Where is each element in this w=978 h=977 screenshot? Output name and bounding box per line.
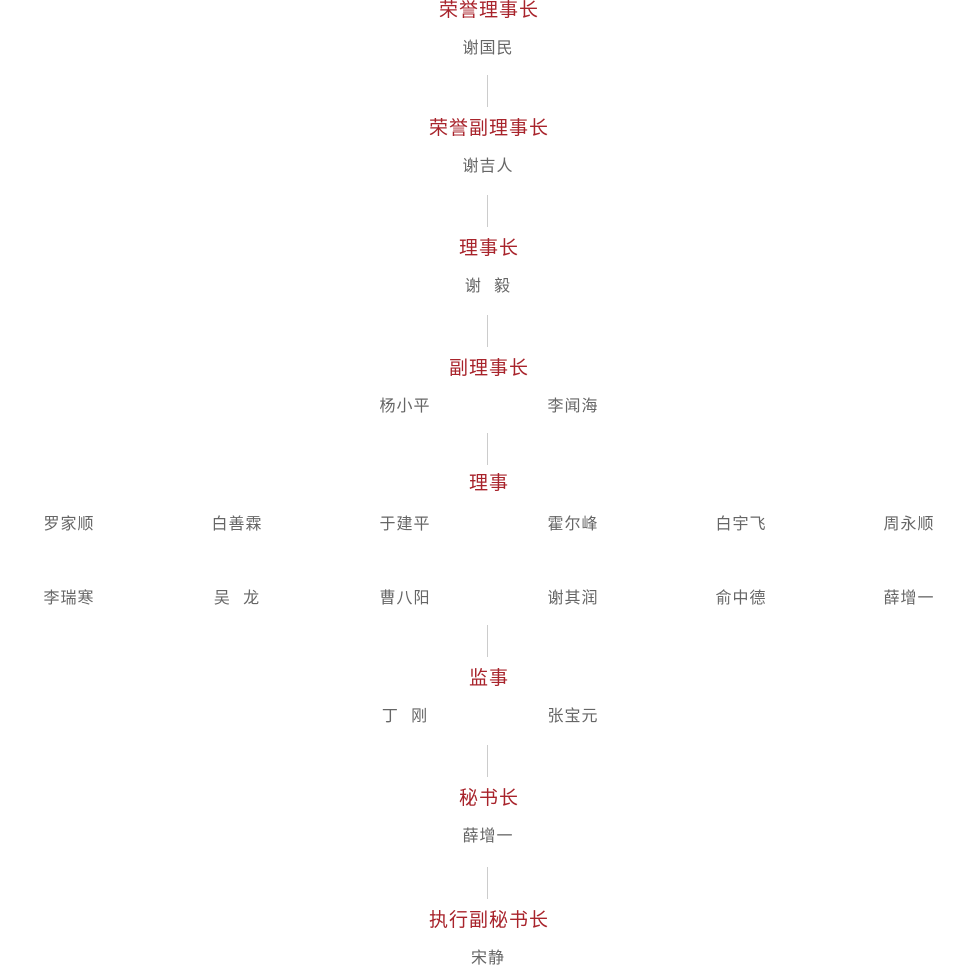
section-title-secretary-general: 秘书长 bbox=[458, 787, 519, 809]
section-title-honorary-chairman: 荣誉理事长 bbox=[438, 0, 539, 21]
connector-line bbox=[487, 315, 488, 347]
connector-line bbox=[487, 75, 488, 107]
section-title-vice-chairman: 副理事长 bbox=[448, 357, 529, 379]
member-name: 李闻海 bbox=[547, 396, 599, 415]
member-name: 谢其润 bbox=[547, 588, 599, 607]
section-title-supervisors: 监事 bbox=[468, 667, 509, 689]
member-name: 白宇飞 bbox=[715, 514, 767, 533]
member-name: 杨小平 bbox=[379, 396, 431, 415]
member-name: 丁 刚 bbox=[381, 706, 429, 725]
member-name: 薛增一 bbox=[883, 588, 935, 607]
member-name: 张宝元 bbox=[547, 706, 599, 725]
member-name: 谢 毅 bbox=[464, 276, 512, 295]
member-name: 白善霖 bbox=[211, 514, 263, 533]
member-name: 曹八阳 bbox=[379, 588, 431, 607]
connector-line bbox=[487, 625, 488, 657]
section-title-honorary-vice-chairman: 荣誉副理事长 bbox=[428, 117, 549, 139]
member-name: 李瑞寒 bbox=[43, 588, 95, 607]
member-name: 周永顺 bbox=[883, 514, 935, 533]
section-title-directors: 理事 bbox=[468, 472, 509, 494]
member-name: 吴 龙 bbox=[213, 588, 261, 607]
member-name: 谢国民 bbox=[462, 38, 514, 57]
connector-line bbox=[487, 745, 488, 777]
connector-line bbox=[487, 433, 488, 465]
connector-line bbox=[487, 195, 488, 227]
member-name: 薛增一 bbox=[462, 826, 514, 845]
section-title-chairman: 理事长 bbox=[458, 237, 519, 259]
member-name: 谢吉人 bbox=[462, 156, 514, 175]
member-name: 俞中德 bbox=[715, 588, 767, 607]
member-name: 宋静 bbox=[470, 948, 505, 967]
member-name: 于建平 bbox=[379, 514, 431, 533]
member-name: 霍尔峰 bbox=[547, 514, 599, 533]
section-title-executive-deputy-secretary-general: 执行副秘书长 bbox=[428, 909, 549, 931]
member-name: 罗家顺 bbox=[43, 514, 95, 533]
connector-line bbox=[487, 867, 488, 899]
